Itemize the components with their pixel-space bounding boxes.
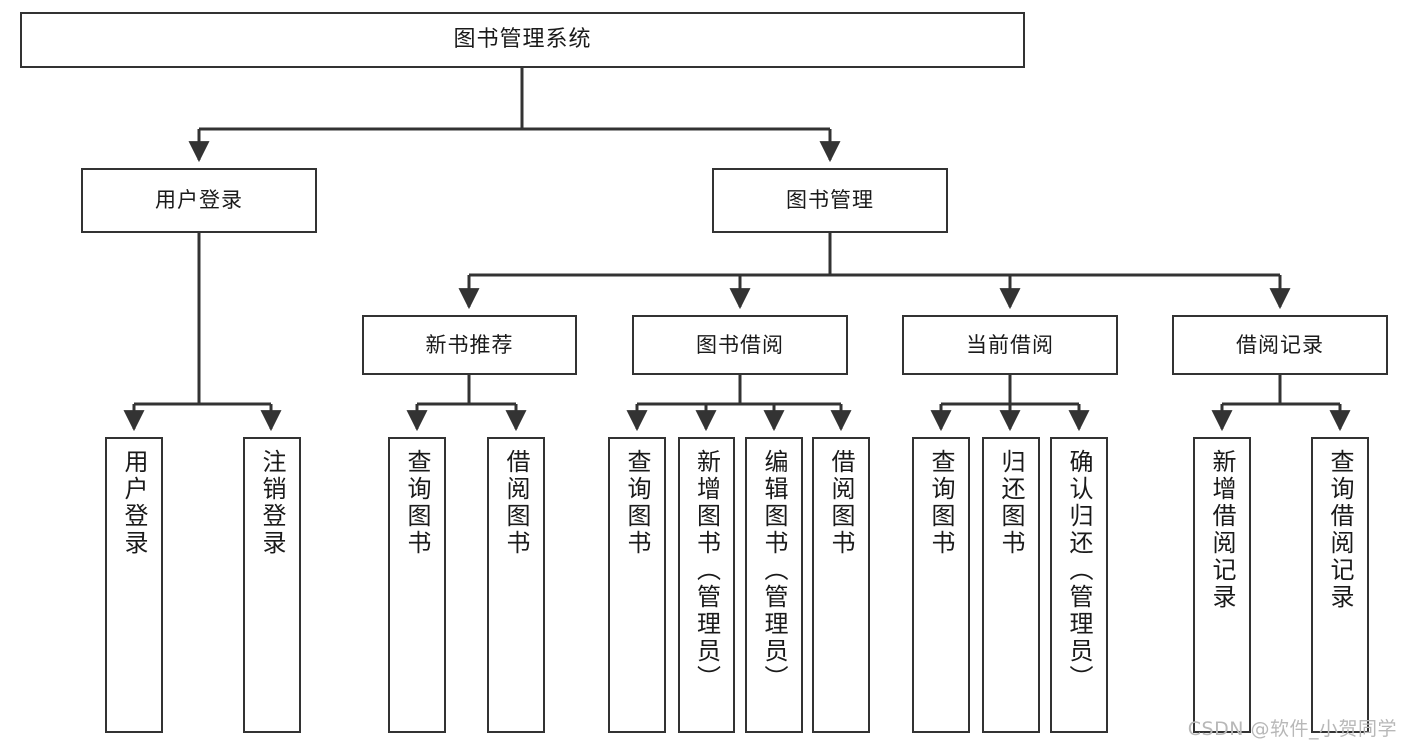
node-label: 新增图书（管理员） [692, 449, 721, 692]
node-label: 查询借阅记录 [1326, 449, 1354, 611]
node-label: 编辑图书（管理员） [760, 449, 788, 692]
node-borrow-record[interactable]: 借阅记录 [1172, 315, 1388, 375]
node-label: 借阅图书 [502, 449, 530, 557]
leaf-query-book-borrow[interactable]: 查询图书 [608, 437, 666, 733]
node-label: 借阅图书 [827, 449, 855, 557]
node-label: 借阅记录 [1236, 332, 1324, 357]
node-label: 归还图书 [997, 449, 1025, 557]
leaf-return-book[interactable]: 归还图书 [982, 437, 1040, 733]
node-new-book-recommend[interactable]: 新书推荐 [362, 315, 577, 375]
leaf-add-borrow-record[interactable]: 新增借阅记录 [1193, 437, 1251, 733]
leaf-query-book-current[interactable]: 查询图书 [912, 437, 970, 733]
node-label: 图书管理 [786, 188, 874, 213]
leaf-confirm-return-admin[interactable]: 确认归还（管理员） [1050, 437, 1108, 733]
leaf-user-login[interactable]: 用户登录 [105, 437, 163, 733]
node-root-book-management-system[interactable]: 图书管理系统 [20, 12, 1025, 68]
node-user-login[interactable]: 用户登录 [81, 168, 317, 233]
node-label: 用户登录 [120, 449, 148, 557]
node-label: 新书推荐 [425, 332, 514, 357]
watermark-text: CSDN @软件_小贺同学 [1187, 718, 1397, 740]
node-label: 查询图书 [927, 449, 955, 557]
node-book-management[interactable]: 图书管理 [712, 168, 948, 233]
node-label: 查询图书 [403, 449, 431, 557]
leaf-edit-book-admin[interactable]: 编辑图书（管理员） [745, 437, 803, 733]
node-label: 用户登录 [155, 188, 243, 213]
node-label: 当前借阅 [966, 332, 1054, 357]
leaf-borrow-book[interactable]: 借阅图书 [812, 437, 870, 733]
leaf-borrow-book-recommend[interactable]: 借阅图书 [487, 437, 545, 733]
node-current-borrow[interactable]: 当前借阅 [902, 315, 1118, 375]
leaf-logout[interactable]: 注销登录 [243, 437, 301, 733]
leaf-query-borrow-record[interactable]: 查询借阅记录 [1311, 437, 1369, 733]
leaf-add-book-admin[interactable]: 新增图书（管理员） [678, 437, 735, 733]
node-label: 新增借阅记录 [1208, 449, 1236, 611]
node-label: 查询图书 [623, 449, 651, 557]
node-label: 注销登录 [258, 449, 286, 557]
node-label: 图书管理系统 [453, 27, 592, 53]
node-label: 确认归还（管理员） [1065, 449, 1093, 692]
leaf-query-book-recommend[interactable]: 查询图书 [388, 437, 446, 733]
node-label: 图书借阅 [696, 332, 784, 357]
node-book-borrow[interactable]: 图书借阅 [632, 315, 848, 375]
